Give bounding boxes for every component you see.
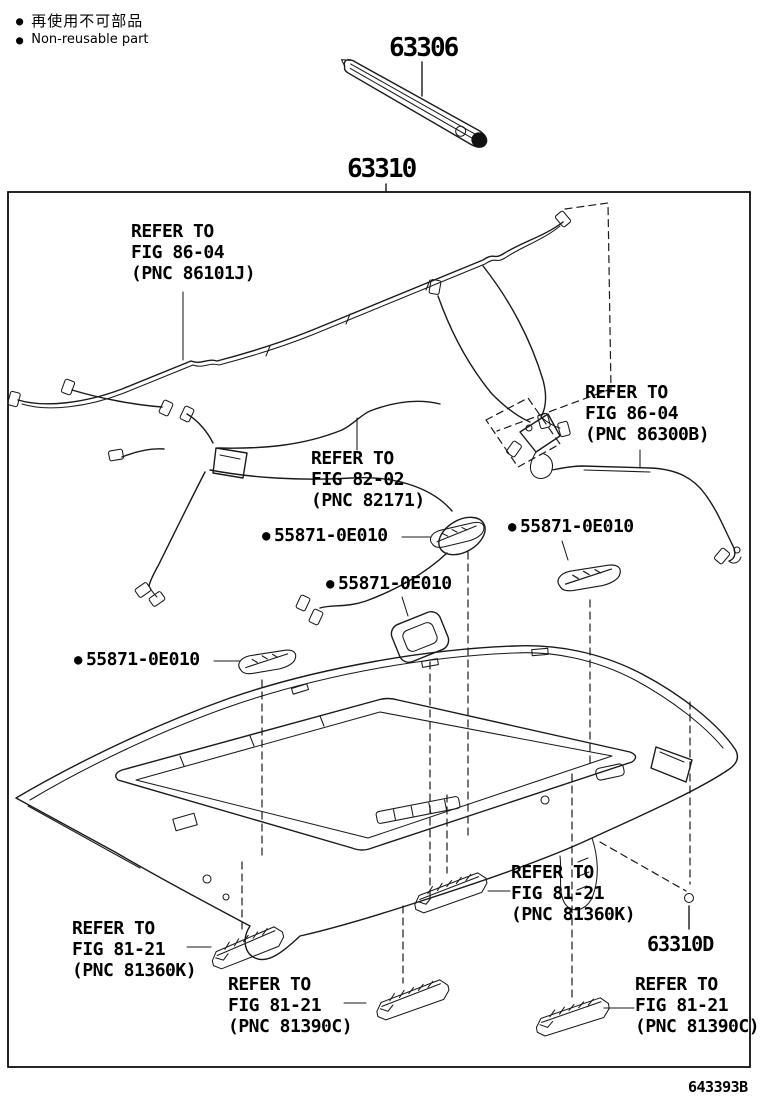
clip-part-number: 55871-0E010 [337,573,452,594]
bullet-icon: ● [16,13,24,28]
ref-line: (PNC 82171) [311,490,425,511]
ref-line: (PNC 86300B) [585,424,710,445]
legend-non-reusable-en: ● Non-reusable part [16,32,149,47]
ref-line: (PNC 81390C) [228,1016,353,1037]
ref-line: REFER TO [72,918,155,939]
ref-line: REFER TO [585,382,668,403]
bullet-icon: ● [74,651,82,668]
ref-fig-81-21-pnc-81390c-left: REFER TO FIG 81-21 (PNC 81390C) [228,974,353,1037]
ref-line: FIG 81-21 [72,939,166,960]
figure-doc-code: 643393B [688,1078,748,1096]
ref-line: (PNC 81360K) [511,904,636,925]
part-number-63310d: 63310D [647,932,714,956]
visor-retainer-d [236,644,299,679]
lamp-81360k-left [207,924,289,972]
ref-line: FIG 81-21 [635,995,729,1016]
ref-line: FIG 82-02 [311,469,405,490]
ref-line: (PNC 81390C) [635,1016,760,1037]
visor-retainer-a [427,516,488,553]
lamp-81360k-mid [410,870,491,915]
ref-line: REFER TO [228,974,311,995]
figure-frame [7,191,751,1068]
ref-fig-81-21-pnc-81390c-right: REFER TO FIG 81-21 (PNC 81390C) [635,974,760,1037]
ref-line: FIG 86-04 [131,242,225,263]
part-63306-drawing [341,58,488,148]
ref-line: REFER TO [511,862,594,883]
bullet-icon: ● [508,518,516,535]
bullet-icon: ● [326,575,334,592]
headliner-panel [15,645,739,961]
ref-fig-86-04-pnc-86300b: REFER TO FIG 86-04 (PNC 86300B) [585,382,710,445]
lamp-81390c-mid [372,977,453,1022]
visor-retainer-b [555,558,624,597]
ref-fig-81-21-pnc-81360k-right: REFER TO FIG 81-21 (PNC 81360K) [511,862,636,925]
bullet-icon: ● [16,32,24,47]
ref-line: FIG 86-04 [585,403,679,424]
ref-line: FIG 81-21 [511,883,605,904]
bullet-icon: ● [262,527,270,544]
roof-wire-harness [6,209,572,626]
legend-non-reusable-jp: ● 再使用不可部品 [16,10,143,31]
antenna-wire [505,413,742,566]
ref-line: (PNC 81360K) [72,960,197,981]
dashed-guides [241,202,691,999]
part-number-63306: 63306 [389,33,459,63]
ref-fig-82-02-pnc-82171: REFER TO FIG 82-02 (PNC 82171) [311,448,425,511]
ref-line: REFER TO [635,974,718,995]
part-number-55871-0e010-3: ● 55871-0E010 [326,573,452,594]
ref-line: FIG 81-21 [228,995,322,1016]
leader-lines [182,291,641,1009]
legend-en-text: Non-reusable part [31,32,149,47]
lamp-81390c-right [532,996,613,1038]
clip-part-number: 55871-0E010 [85,649,200,670]
ref-line: (PNC 86101J) [131,263,256,284]
pin-63310d [683,892,695,930]
ref-line: REFER TO [311,448,394,469]
ref-fig-81-21-pnc-81360k-left: REFER TO FIG 81-21 (PNC 81360K) [72,918,197,981]
part-number-55871-0e010-2: ● 55871-0E010 [508,516,634,537]
part-number-63310: 63310 [347,154,417,184]
part-number-55871-0e010-1: ● 55871-0E010 [262,525,388,546]
ref-fig-86-04-pnc-86101j: REFER TO FIG 86-04 (PNC 86101J) [131,221,256,284]
ref-line: REFER TO [131,221,214,242]
clip-part-number: 55871-0E010 [273,525,388,546]
clip-part-number: 55871-0E010 [519,516,634,537]
legend-jp-text: 再使用不可部品 [31,12,144,30]
part-number-55871-0e010-4: ● 55871-0E010 [74,649,200,670]
sunroof-opening [115,697,637,851]
retainer-ring [390,611,450,663]
